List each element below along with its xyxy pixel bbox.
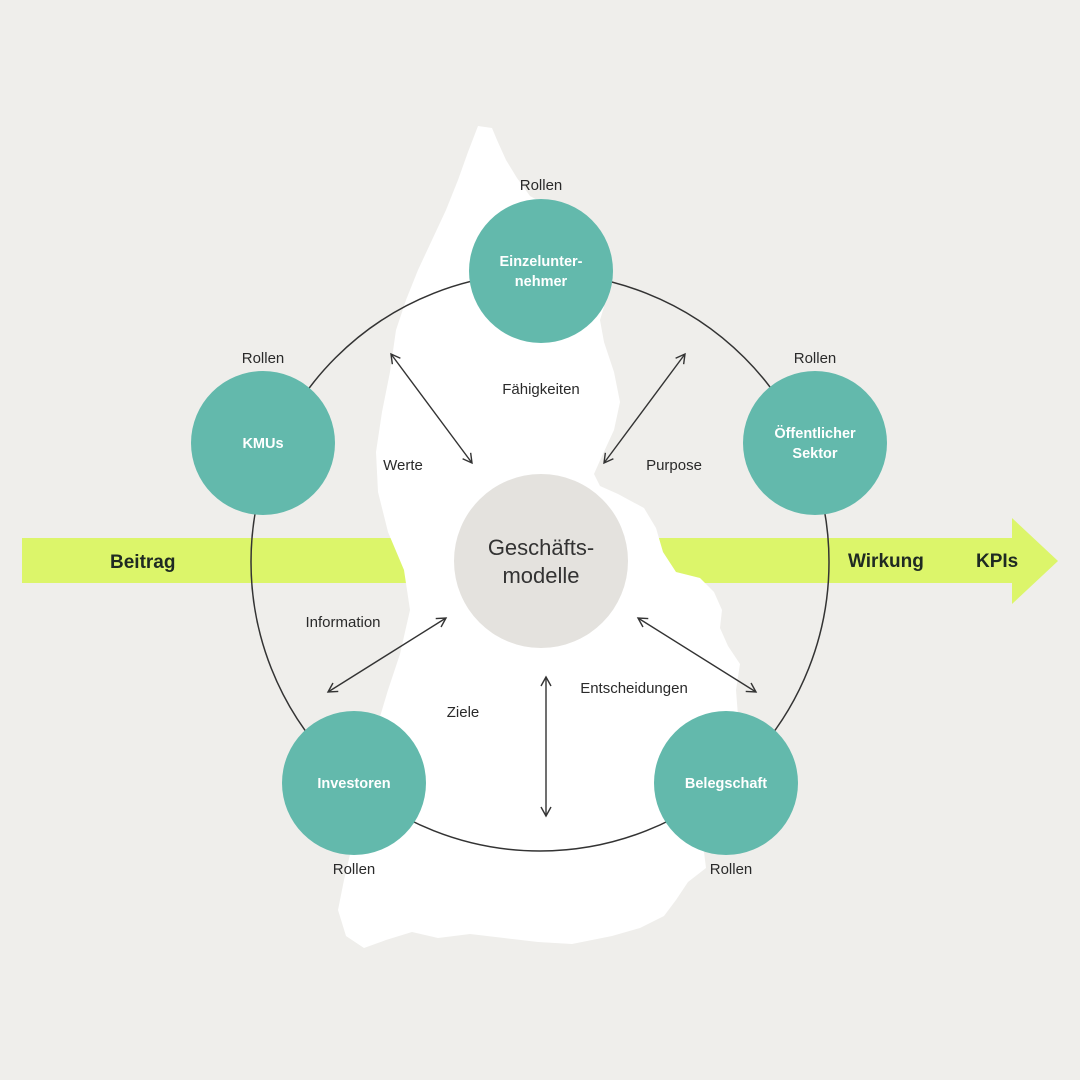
relation-label-information: Information [305,614,380,631]
node-oeffentlicher-sektor: Öffentlicher Sektor [743,371,887,515]
role-label-belegschaft: Rollen [710,861,753,878]
relation-label-entscheidungen: Entscheidungen [580,680,688,697]
node-belegschaft-line1: Belegschaft [685,776,767,792]
node-einzel-line2: nehmer [515,274,568,290]
relation-arrows [326,352,758,818]
center-label-line2: modelle [502,563,579,588]
node-kmus: KMUs [191,371,335,515]
node-belegschaft: Belegschaft [654,711,798,855]
arrow-purpose [603,352,686,465]
node-einzelunternehmer: Einzelunter- nehmer [469,199,613,343]
relation-label-ziele: Ziele [447,704,480,721]
role-label-einzel: Rollen [520,177,563,194]
flow-label-kpis: KPIs [976,551,1018,572]
arrow-werte [390,352,473,465]
node-investoren: Investoren [282,711,426,855]
relation-label-faehigkeiten: Fähigkeiten [502,381,580,398]
arrow-belegschaft [636,617,758,693]
arrow-information [326,617,448,693]
flow-label-wirkung: Wirkung [848,551,924,572]
node-einzel-line1: Einzelunter- [500,254,583,270]
node-kmus-line1: KMUs [242,436,283,452]
node-oeff-line2: Sektor [792,446,837,462]
relation-label-purpose: Purpose [646,457,702,474]
role-label-kmus: Rollen [242,350,285,367]
node-oeff-line1: Öffentlicher [774,425,856,442]
node-investoren-line1: Investoren [317,776,390,792]
role-label-oeff: Rollen [794,350,837,367]
center-node: Geschäfts- modelle [454,474,628,648]
relation-label-werte: Werte [383,457,423,474]
role-label-investoren: Rollen [333,861,376,878]
center-label-line1: Geschäfts- [488,535,594,560]
flow-label-beitrag: Beitrag [110,552,175,573]
